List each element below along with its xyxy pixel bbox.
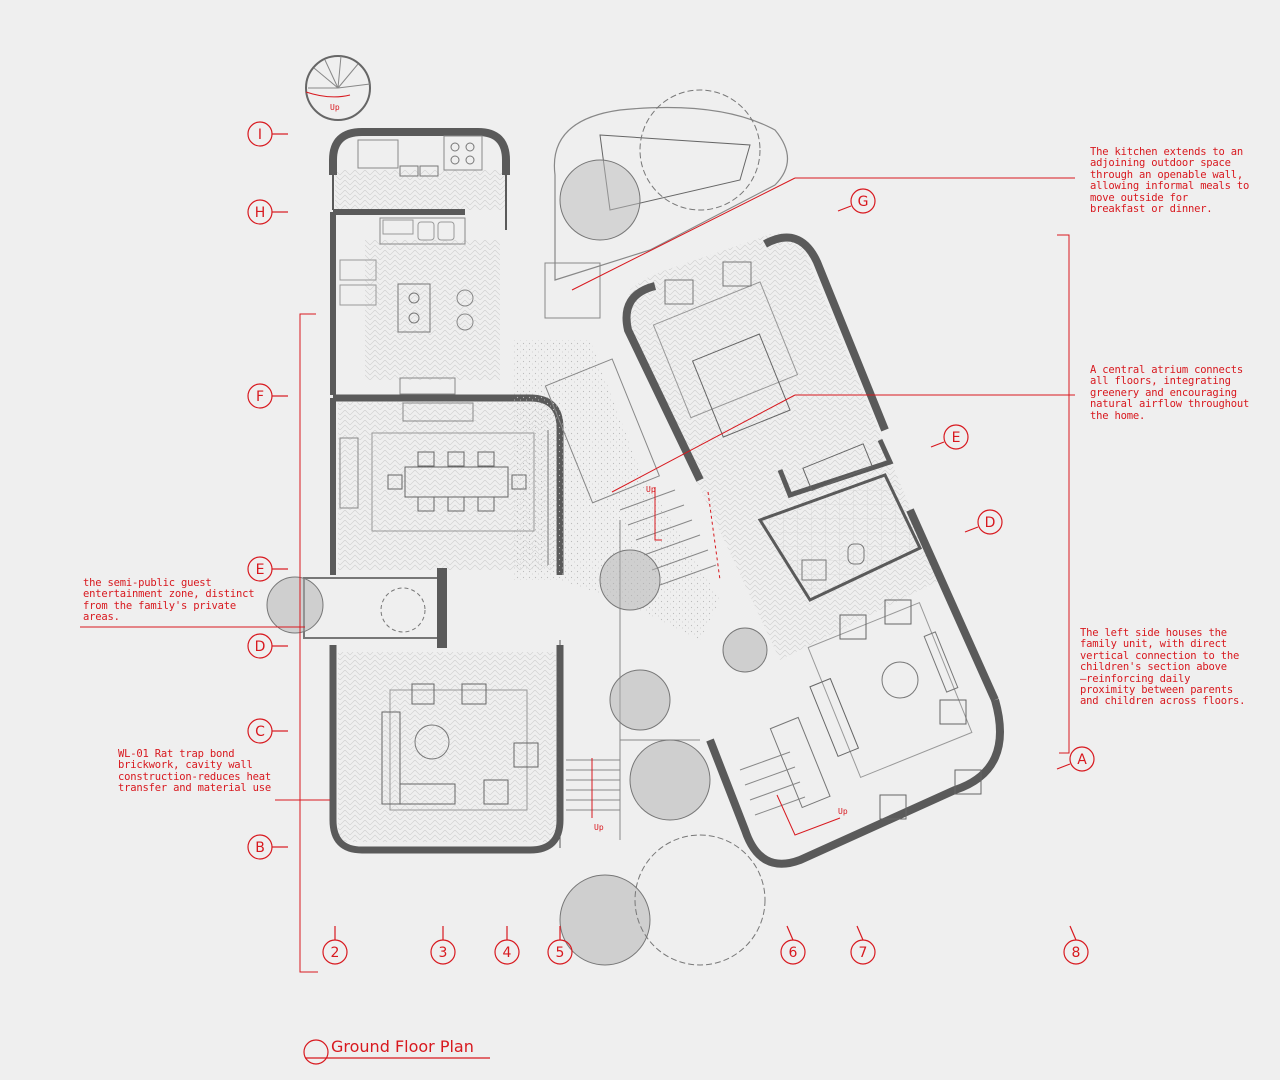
grid-labels: I H F E D C B 2 3 4 5 6 7 8 G E D A (255, 127, 1088, 961)
grid-col-label: 5 (556, 945, 565, 961)
grid-col-3 (430, 926, 456, 965)
grid-row-F (247, 383, 288, 409)
grid-row-label: H (255, 205, 266, 221)
grid-row-E (247, 556, 288, 582)
up-label: Up (838, 807, 848, 816)
note-atrium: A central atrium connects all floors, in… (1090, 364, 1250, 422)
grid-bubbles (247, 121, 1095, 1065)
grid-row-label: I (258, 127, 262, 143)
grid-col-6 (780, 925, 806, 965)
spiral-stair (305, 55, 371, 121)
grid-col-label: 8 (1072, 945, 1081, 961)
trees (266, 89, 768, 966)
grid-row-H (247, 199, 288, 225)
grid-col-label: 4 (503, 945, 512, 961)
right-block (622, 233, 1004, 868)
grid-row-C (247, 718, 288, 744)
up-label: Up (594, 823, 604, 832)
grid-col-label: 2 (331, 945, 340, 961)
grid-col-8 (1063, 925, 1089, 965)
grid-col-4 (494, 926, 520, 965)
grid-col-label: 6 (789, 945, 798, 961)
grid-col-2 (322, 926, 348, 965)
grid-rot-label: E (952, 430, 961, 446)
grid-rot-D (964, 509, 1003, 535)
up-label: Up (330, 103, 340, 112)
grid-row-I (247, 121, 288, 147)
grid-rot-A (1056, 746, 1095, 772)
grid-rot-G (837, 188, 876, 214)
note-kitchen: The kitchen extends to an adjoining outd… (1090, 146, 1250, 216)
grid-row-label: B (255, 840, 265, 856)
title-bubble (303, 1039, 490, 1065)
grid-rot-label: G (858, 194, 869, 210)
grid-col-label: 7 (859, 945, 868, 961)
note-wall: WL-01 Rat trap bond brickwork, cavity wa… (118, 748, 272, 795)
grid-row-label: C (255, 724, 265, 740)
note-guest: the semi-public guest entertainment zone… (83, 577, 255, 624)
up-labels: Up Up Up Up (330, 103, 848, 832)
grid-row-label: D (255, 639, 266, 655)
grid-row-B (247, 834, 288, 860)
grid-col-5 (547, 926, 573, 965)
grid-row-label: F (256, 389, 264, 405)
grid-rot-label: D (985, 515, 996, 531)
up-label: Up (646, 485, 656, 494)
grid-rot-E (930, 424, 969, 450)
grid-row-label: E (256, 562, 265, 578)
leader-lines (80, 177, 1075, 973)
drawing-title: Ground Floor Plan (331, 1037, 474, 1056)
grid-col-7 (850, 925, 876, 965)
grid-col-label: 3 (439, 945, 448, 961)
grid-row-D (247, 633, 288, 659)
grid-rot-label: A (1077, 752, 1087, 768)
note-family: The left side houses the family unit, wi… (1080, 627, 1246, 708)
